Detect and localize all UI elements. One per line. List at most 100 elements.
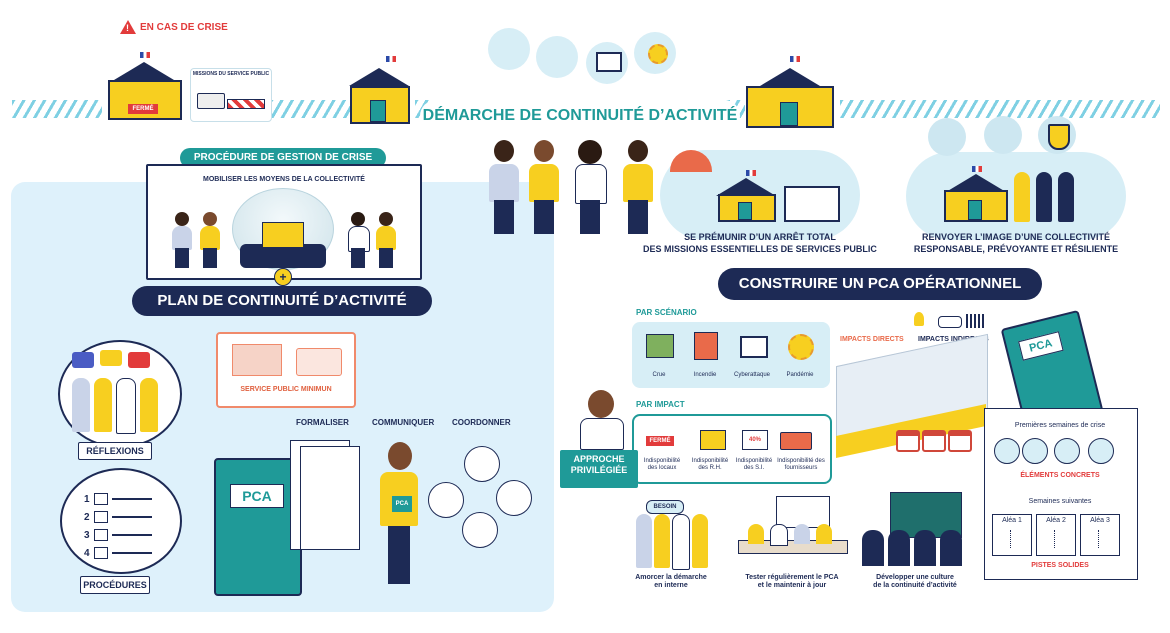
lightbulb-icon <box>914 312 924 326</box>
developper-audience <box>862 526 966 566</box>
school-renvoyer <box>940 166 1010 222</box>
main-title: DÉMARCHE DE CONTINUITÉ D’ACTIVITÉ <box>420 100 740 132</box>
premieres-semaines-label: Premières semaines de crise <box>1014 422 1106 429</box>
service-minimum-label: SERVICE PUBLIC MINIMUN <box>240 386 332 393</box>
procedure-title: PROCÉDURE DE GESTION DE CRISE <box>180 148 386 168</box>
element-people-icon <box>1022 438 1048 464</box>
service-people-icon <box>296 348 342 376</box>
person-central-2 <box>526 140 562 236</box>
procedures-bubble <box>60 468 182 574</box>
par-impact-label: PAR IMPACT <box>636 400 685 409</box>
scenario-flood-icon <box>646 334 674 358</box>
par-scenario-label: PAR SCÉNARIO <box>636 308 697 317</box>
shield-shape <box>1048 124 1070 150</box>
school-premunir <box>716 170 776 222</box>
calendar-icon-1 <box>896 430 920 452</box>
person-central-3 <box>572 140 608 236</box>
closed-school-illustration: FERMÉ <box>100 52 188 120</box>
construire-title: CONSTRUIRE UN PCA OPÉRATIONNEL <box>718 268 1042 300</box>
communiquer-label: COMMUNIQUER <box>372 418 435 427</box>
premunir-text: SE PRÉMUNIR D’UN ARRÊT TOTAL DES MISSION… <box>643 232 877 254</box>
calendar-icon-2 <box>922 430 946 452</box>
impact-si: Indisponibilité des S.I. <box>735 458 773 472</box>
checklist: 1 2 3 4 <box>84 490 164 562</box>
fire-icon <box>536 36 578 78</box>
approche-label: APPROCHE PRIVILÉGIÉE <box>560 450 638 488</box>
flood-icon <box>488 28 530 70</box>
impact-truck-icon <box>780 432 812 450</box>
pca-book-label: PCA <box>1018 331 1064 361</box>
person-central-4 <box>620 140 656 236</box>
alert-label: ! EN CAS DE CRISE <box>120 20 228 34</box>
alea-3: Aléa 3 <box>1080 514 1120 556</box>
train-icon <box>938 316 962 328</box>
coordonner-person-right <box>496 480 532 516</box>
scenario-cyber-icon <box>740 336 768 358</box>
scenario-virus-icon <box>788 334 814 360</box>
hands-people-icon <box>928 118 966 156</box>
missions-panel: MISSIONS DU SERVICE PUBLIC <box>190 68 272 122</box>
pca-binder-label: PCA <box>230 484 284 508</box>
alea-2: Aléa 2 <box>1036 514 1076 556</box>
impacts-indirects-label: IMPACTS INDIRECTS <box>918 336 989 343</box>
renvoyer-text: RENVOYER L’IMAGE D’UNE COLLECTIVITÉ RESP… <box>913 232 1119 254</box>
crisis-town-building <box>262 222 304 248</box>
scenario-fire-icon <box>694 332 718 360</box>
missions-label: MISSIONS DU SERVICE PUBLIC <box>192 71 270 77</box>
impact-rh: Indisponibilité des R.H. <box>691 458 729 472</box>
element-truck-icon <box>1054 438 1080 464</box>
screen-premunir <box>784 186 840 222</box>
person-procedure-2 <box>198 212 222 270</box>
mobiliser-label: MOBILISER LES MOYENS DE LA COLLECTIVITÉ <box>203 176 365 183</box>
person-procedure-4 <box>374 212 398 270</box>
closed-sign: FERMÉ <box>128 104 158 114</box>
impact-rh-icon <box>700 430 726 450</box>
alea-1: Aléa 1 <box>992 514 1032 556</box>
formaliser-label: FORMALISER <box>296 418 349 427</box>
person-communiquer <box>378 442 420 586</box>
element-map-icon <box>994 438 1020 464</box>
developper-label: Développer une culture de la continuité … <box>873 574 957 590</box>
ambulance-icon <box>197 93 225 109</box>
service-school-icon <box>232 344 282 376</box>
procedures-label: PROCÉDURES <box>80 576 150 594</box>
element-building-icon <box>1088 438 1114 464</box>
timeline-box <box>984 408 1138 580</box>
pca-binder: PCA <box>214 458 302 596</box>
radiator-icon <box>966 314 984 328</box>
plus-icon: + <box>274 268 292 286</box>
decorative-hatch-left <box>12 100 102 118</box>
coordonner-person-top <box>464 446 500 482</box>
person-approche <box>578 390 624 450</box>
tester-people <box>748 524 838 546</box>
reflexions-label: RÉFLEXIONS <box>78 442 152 460</box>
binoculars-icon <box>984 116 1022 154</box>
renvoyer-people <box>1014 172 1084 222</box>
pistes-solides-label: PISTES SOLIDES <box>1031 562 1089 569</box>
coordonner-person-bottom <box>462 512 498 548</box>
scenario-incendie: Incendie <box>693 372 717 378</box>
school-illustration-right <box>742 56 838 128</box>
coordonner-person-left <box>428 482 464 518</box>
besoin-label: BESOIN <box>646 500 684 514</box>
impact-fournisseurs: Indisponibilité des fournisseurs <box>777 458 825 472</box>
person-procedure-3 <box>346 212 370 270</box>
chat-icon-blue <box>72 352 94 368</box>
barrier-icon <box>227 99 265 109</box>
impacts-directs-label: IMPACTS DIRECTS <box>840 336 904 343</box>
school-illustration-left <box>346 56 412 124</box>
elements-concrets-label: ÉLÉMENTS CONCRETS <box>1020 472 1100 479</box>
umbrella-icon <box>670 150 712 172</box>
decorative-hatch-right <box>840 100 1160 118</box>
impact-ferme-icon: FERMÉ <box>646 436 674 446</box>
amorcer-label: Amorcer la démarche en interne <box>635 574 707 590</box>
scenario-cyberattaque: Cyberattaque <box>733 372 771 378</box>
decorative-hatch-mid <box>270 100 350 118</box>
semaines-suivantes-label: Semaines suivantes <box>1028 498 1092 505</box>
tester-label: Tester régulièrement le PCA et le mainte… <box>745 574 839 590</box>
impact-si-icon: 40% <box>742 430 768 450</box>
scenario-crue: Crue <box>652 372 666 378</box>
chat-icon-yellow <box>100 350 122 366</box>
person-procedure-1 <box>170 212 194 270</box>
chat-icon-red <box>128 352 150 368</box>
